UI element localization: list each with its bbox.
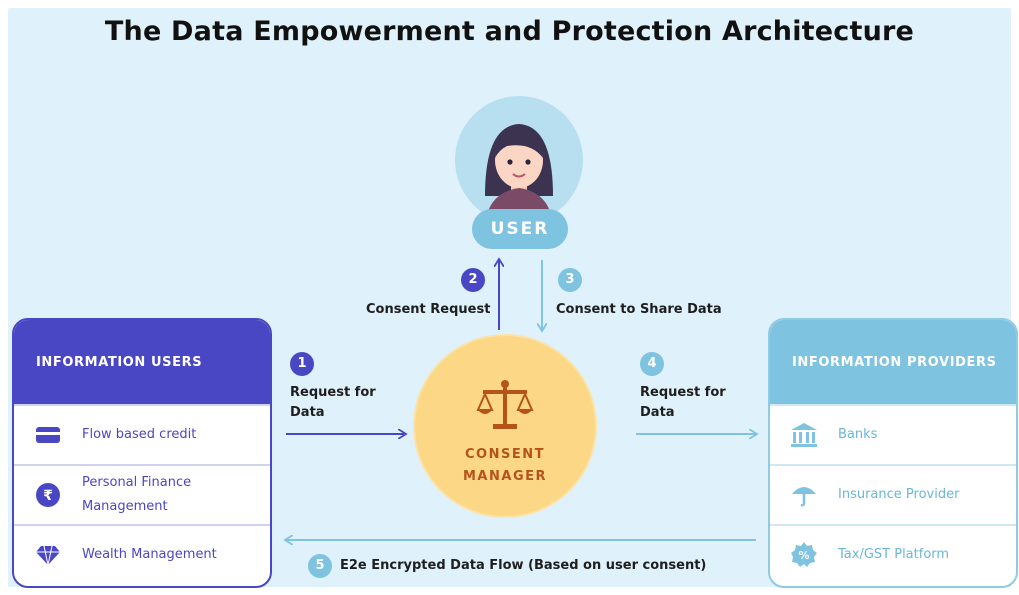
information-provider-item: Insurance Provider xyxy=(770,464,1016,524)
information-provider-label: Insurance Provider xyxy=(838,487,960,502)
information-user-label-line1: Personal Finance xyxy=(82,475,192,490)
step-4-badge: 4 xyxy=(640,352,664,376)
step-4-label-line2: Data xyxy=(640,405,675,420)
step-4-label-line1: Request for xyxy=(640,385,726,400)
consent-manager-label-line1: CONSENT xyxy=(465,447,545,462)
step-5-label: E2e Encrypted Data Flow (Based on user c… xyxy=(340,558,707,573)
information-provider-item: % Tax/GST Platform xyxy=(770,524,1016,584)
step-1-label-line1: Request for xyxy=(290,385,376,400)
percent-badge-icon: % xyxy=(790,541,818,569)
credit-card-icon xyxy=(34,425,62,445)
information-provider-item: Banks xyxy=(770,404,1016,464)
information-user-label: Wealth Management xyxy=(82,547,217,562)
information-provider-label: Banks xyxy=(838,427,878,442)
step-5-badge: 5 xyxy=(308,554,332,578)
information-users-heading: INFORMATION USERS xyxy=(14,320,270,404)
information-user-label: Flow based credit xyxy=(82,427,197,442)
step-2-label: Consent Request xyxy=(366,302,491,317)
information-providers-panel: INFORMATION PROVIDERS Banks Insurance Pr… xyxy=(768,318,1018,588)
information-users-panel: INFORMATION USERS Flow based credit ₹ Pe… xyxy=(12,318,272,588)
step-3-badge: 3 xyxy=(558,268,582,292)
scales-icon xyxy=(476,380,534,429)
information-user-label-line2: Management xyxy=(82,499,168,514)
user-label: USER xyxy=(472,209,568,249)
svg-text:%: % xyxy=(798,549,809,562)
step-3-label: Consent to Share Data xyxy=(556,302,722,317)
bank-icon xyxy=(790,422,818,448)
step-2-badge: 2 xyxy=(461,268,485,292)
information-user-item: Flow based credit xyxy=(14,404,270,464)
umbrella-icon xyxy=(790,482,818,508)
information-user-item: ₹ Personal Finance Management xyxy=(14,464,270,524)
rupee-icon: ₹ xyxy=(34,482,62,508)
information-providers-heading: INFORMATION PROVIDERS xyxy=(770,320,1016,404)
consent-manager: CONSENT MANAGER xyxy=(415,336,595,516)
svg-text:₹: ₹ xyxy=(43,488,53,504)
diamond-icon xyxy=(34,544,62,566)
information-user-item: Wealth Management xyxy=(14,524,270,584)
diagram-title: The Data Empowerment and Protection Arch… xyxy=(104,16,915,47)
step-1-label-line2: Data xyxy=(290,405,325,420)
information-provider-label: Tax/GST Platform xyxy=(838,547,950,562)
step-1-badge: 1 xyxy=(290,352,314,376)
consent-manager-label-line2: MANAGER xyxy=(463,469,547,484)
